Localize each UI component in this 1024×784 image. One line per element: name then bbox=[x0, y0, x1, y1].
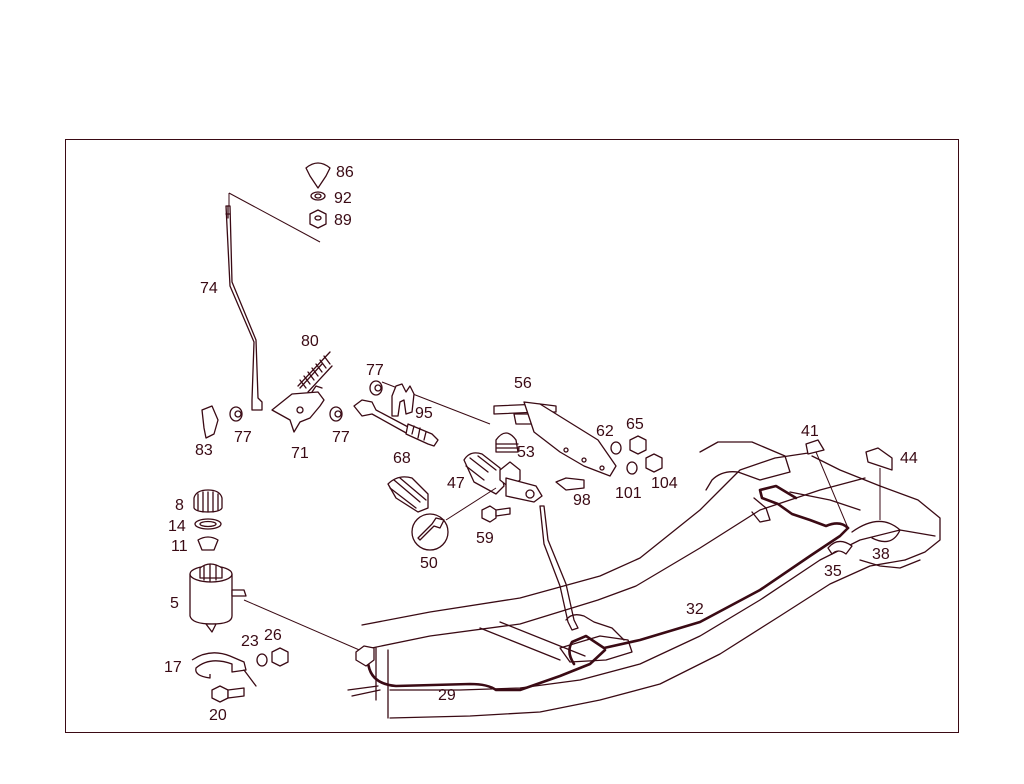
callout-71: 71 bbox=[291, 445, 309, 462]
washer-92 bbox=[310, 191, 326, 201]
callout-5: 5 bbox=[170, 595, 179, 612]
callout-56: 56 bbox=[514, 375, 532, 392]
washer-23 bbox=[256, 653, 268, 667]
callout-89: 89 bbox=[334, 212, 352, 229]
washer-62 bbox=[610, 441, 622, 455]
callout-95: 95 bbox=[415, 405, 433, 422]
reservoir-5 bbox=[189, 563, 365, 653]
callout-86: 86 bbox=[336, 164, 354, 181]
callout-8: 8 bbox=[175, 497, 184, 514]
callout-74: 74 bbox=[200, 280, 218, 297]
callout-92: 92 bbox=[334, 190, 352, 207]
lever-71 bbox=[271, 385, 325, 433]
washer-101 bbox=[626, 461, 638, 475]
bolt-59 bbox=[481, 505, 511, 523]
lead-86-92-89 bbox=[228, 192, 321, 243]
slave-cylinder-47 bbox=[463, 452, 543, 503]
callout-62: 62 bbox=[596, 423, 614, 440]
callout-47: 47 bbox=[447, 475, 465, 492]
hose-to-slave bbox=[539, 505, 579, 631]
callout-77-top: 77 bbox=[366, 362, 384, 379]
line-29 bbox=[366, 648, 607, 692]
nut-26 bbox=[271, 647, 289, 667]
callout-80: 80 bbox=[301, 333, 319, 350]
callout-104: 104 bbox=[651, 475, 678, 492]
bushing-77-mid bbox=[329, 406, 343, 422]
pushrod-74 bbox=[225, 205, 263, 411]
clip-41 bbox=[805, 439, 849, 529]
bracket-44 bbox=[865, 447, 893, 520]
callout-41: 41 bbox=[801, 423, 819, 440]
strainer-11 bbox=[197, 536, 219, 551]
line-32 bbox=[568, 484, 850, 666]
callout-35: 35 bbox=[824, 563, 842, 580]
hose-38 bbox=[851, 520, 901, 543]
callout-59: 59 bbox=[476, 530, 494, 547]
fitting bbox=[355, 645, 375, 667]
bushing-77-left bbox=[229, 406, 243, 422]
seal-14 bbox=[194, 518, 222, 530]
nut-89 bbox=[309, 209, 327, 229]
callout-14: 14 bbox=[168, 518, 186, 535]
grommet-35 bbox=[827, 540, 853, 555]
bolt-20 bbox=[211, 685, 245, 703]
callout-17: 17 bbox=[164, 659, 182, 676]
nut-65 bbox=[629, 435, 647, 455]
callout-44: 44 bbox=[900, 450, 918, 467]
callout-77-mid: 77 bbox=[332, 429, 350, 446]
nut-104 bbox=[645, 453, 663, 473]
callout-11: 11 bbox=[171, 538, 188, 555]
boot-53 bbox=[495, 432, 519, 453]
chassis-frame bbox=[347, 441, 941, 719]
callout-20: 20 bbox=[209, 707, 227, 724]
clip-83 bbox=[201, 405, 219, 439]
cap-8 bbox=[193, 489, 223, 513]
boot-68-bellows bbox=[387, 476, 429, 513]
callout-23: 23 bbox=[241, 633, 259, 650]
callout-50: 50 bbox=[420, 555, 438, 572]
callout-29: 29 bbox=[438, 687, 456, 704]
tool-50 bbox=[411, 487, 497, 551]
callout-26: 26 bbox=[264, 627, 282, 644]
cap-86 bbox=[305, 162, 331, 189]
callout-32: 32 bbox=[686, 601, 704, 618]
callout-83: 83 bbox=[195, 442, 213, 459]
callout-38: 38 bbox=[872, 546, 890, 563]
bracket-56 bbox=[493, 401, 617, 477]
bushing-77-top bbox=[369, 380, 383, 396]
callout-101: 101 bbox=[615, 485, 642, 502]
callout-68: 68 bbox=[393, 450, 411, 467]
clip-95 bbox=[391, 383, 415, 417]
callout-53: 53 bbox=[517, 444, 535, 461]
callout-77-left: 77 bbox=[234, 429, 252, 446]
callout-65: 65 bbox=[626, 416, 644, 433]
clamp-17 bbox=[191, 652, 257, 687]
bleeder-98 bbox=[555, 477, 585, 491]
callout-98: 98 bbox=[573, 492, 591, 509]
spring-80 bbox=[297, 351, 333, 393]
